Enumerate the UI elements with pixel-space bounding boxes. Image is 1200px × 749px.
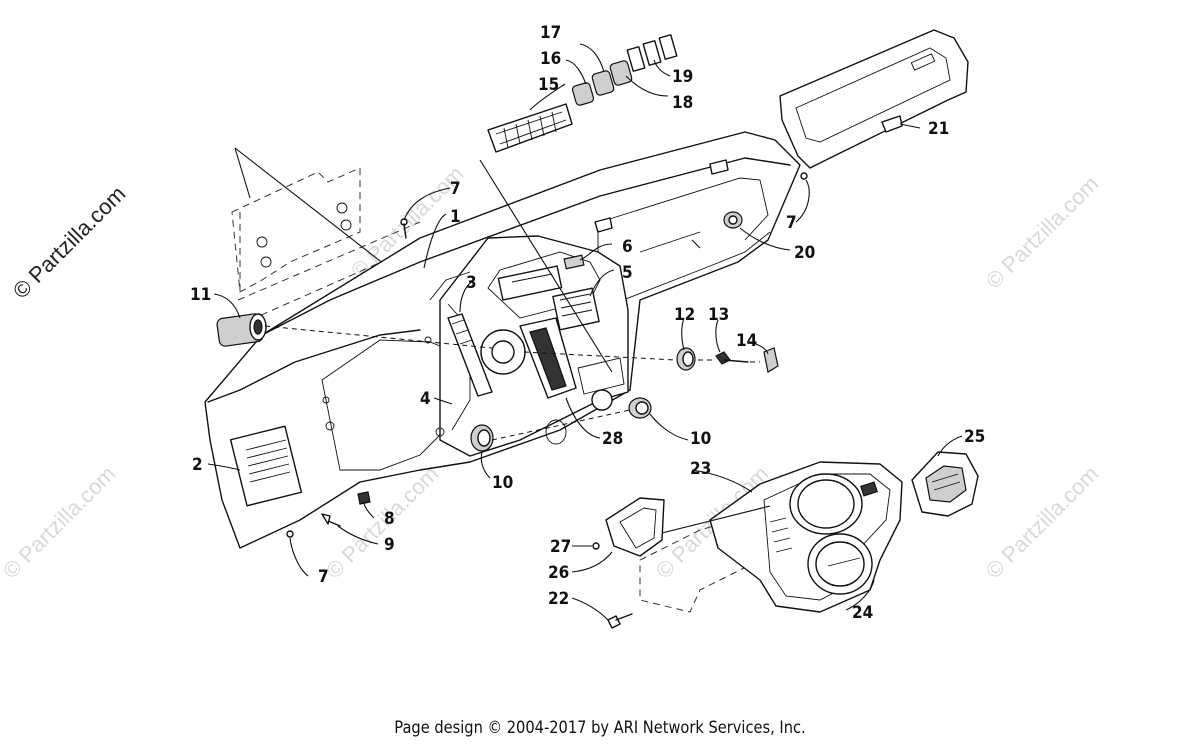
part-26-ring — [592, 497, 665, 629]
callout-23: 23 — [690, 459, 711, 479]
callout-10-left: 10 — [492, 473, 513, 493]
part-20-grommet — [723, 211, 743, 229]
callout-labels: 1 2 3 4 5 6 7 7 7 8 9 10 10 11 12 13 14 … — [190, 23, 985, 623]
part-21-cover — [779, 29, 969, 169]
callout-12: 12 — [674, 305, 695, 325]
callout-3: 3 — [466, 273, 477, 293]
callout-15: 15 — [538, 75, 559, 95]
callout-16: 16 — [540, 49, 561, 69]
callout-2: 2 — [192, 455, 203, 475]
callout-9: 9 — [384, 535, 395, 555]
switch-bank — [479, 34, 678, 373]
callout-24: 24 — [852, 603, 873, 623]
callout-28: 28 — [602, 429, 623, 449]
tile-watermark: © Partzilla.com — [0, 461, 120, 584]
callout-27: 27 — [550, 537, 571, 557]
callout-6: 6 — [622, 237, 633, 257]
part-3-vent — [447, 313, 493, 397]
part-25-display — [911, 451, 979, 517]
callout-7-right: 7 — [786, 213, 797, 233]
callout-25: 25 — [964, 427, 985, 447]
gauge-assembly — [639, 461, 903, 613]
callout-17: 17 — [540, 23, 561, 43]
callout-21: 21 — [928, 119, 949, 139]
leader-lines — [207, 43, 963, 621]
copyright-footer: Page design © 2004-2017 by ARI Network S… — [394, 718, 806, 738]
callout-18: 18 — [672, 93, 693, 113]
callout-7-top: 7 — [450, 179, 461, 199]
callout-10-right: 10 — [690, 429, 711, 449]
callout-26: 26 — [548, 563, 569, 583]
tile-watermark: © Partzilla.com — [981, 171, 1104, 294]
callout-8: 8 — [384, 509, 395, 529]
callout-4: 4 — [420, 389, 431, 409]
callout-19: 19 — [672, 67, 693, 87]
callout-5: 5 — [622, 263, 633, 283]
callout-20: 20 — [794, 243, 815, 263]
part-11-switch — [216, 313, 493, 349]
callout-1: 1 — [450, 207, 461, 227]
side-watermark: © Partzilla.com — [8, 181, 131, 304]
dash-panel — [204, 131, 801, 549]
part-10-bezels — [470, 397, 652, 452]
callout-13: 13 — [708, 305, 729, 325]
callout-14: 14 — [736, 331, 757, 351]
callout-11: 11 — [190, 285, 211, 305]
callout-22: 22 — [548, 589, 569, 609]
callout-7-bottom: 7 — [318, 567, 329, 587]
tile-watermark: © Partzilla.com — [981, 461, 1104, 584]
